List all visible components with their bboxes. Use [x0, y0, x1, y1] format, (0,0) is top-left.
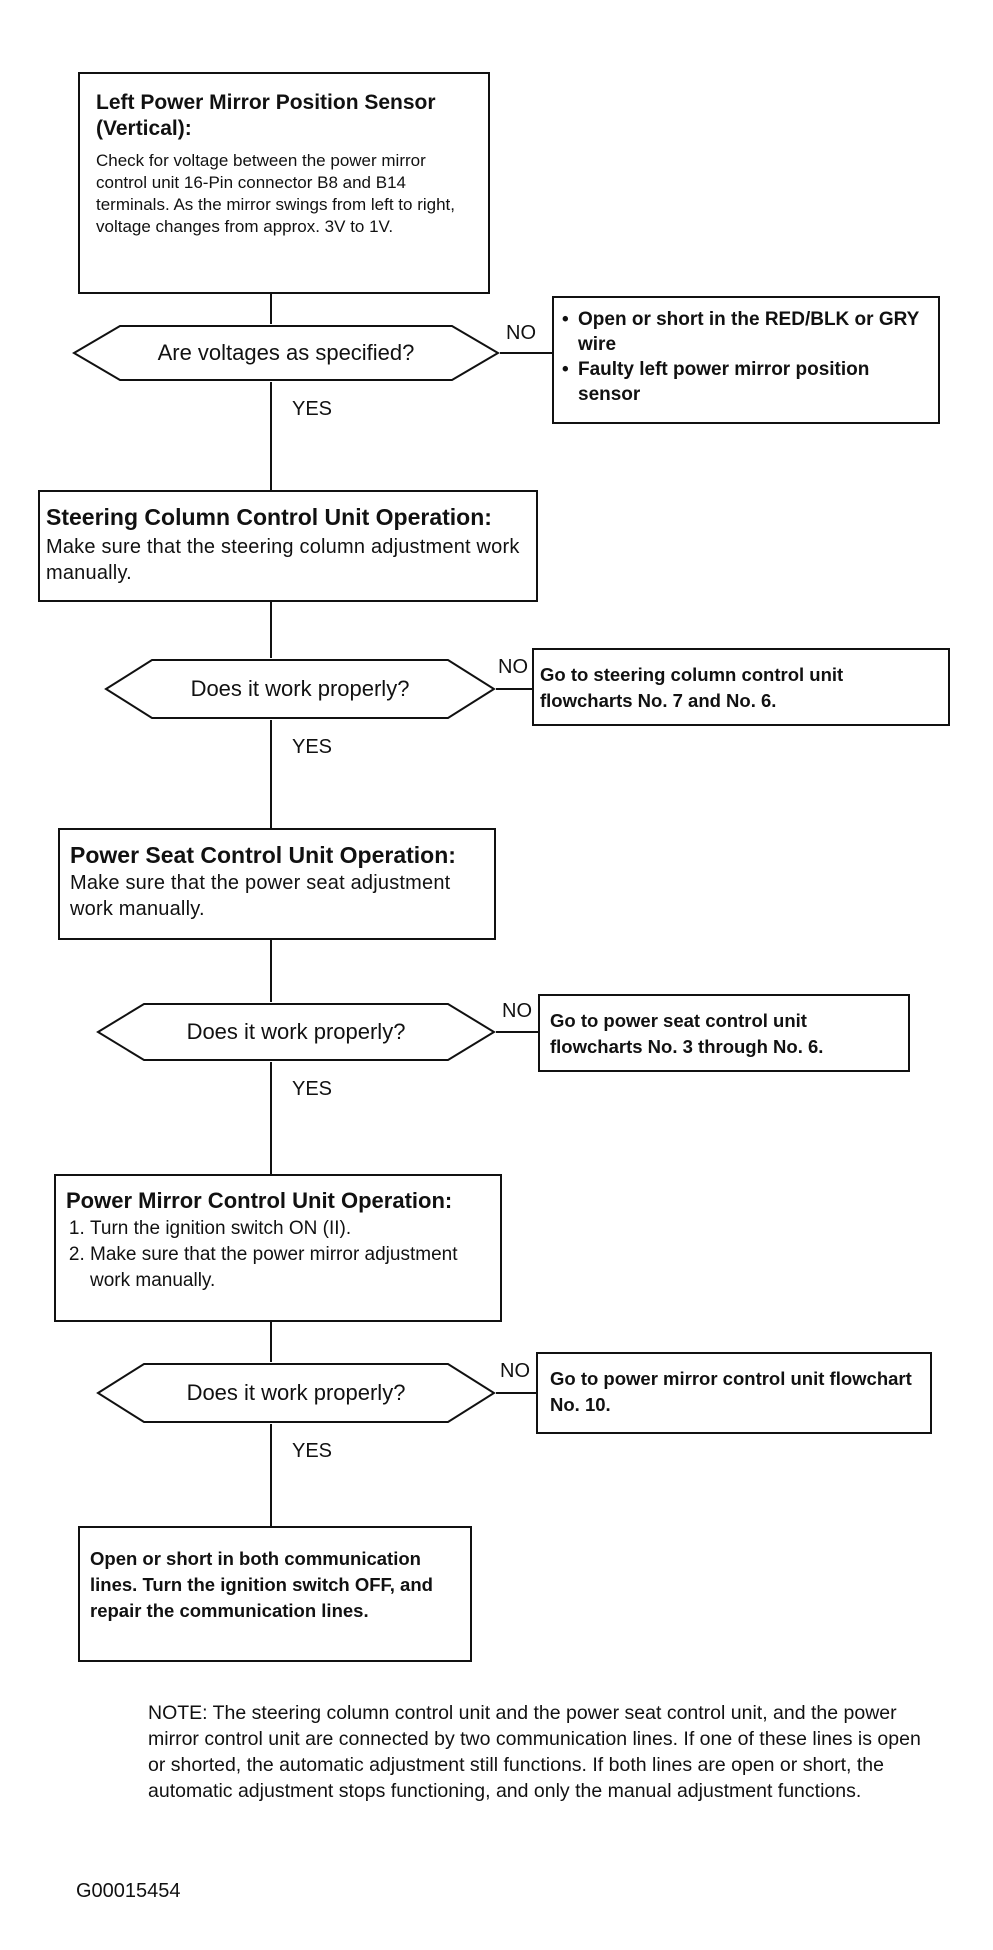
voltage-fault-item: Open or short in the RED/BLK or GRY wire	[562, 307, 928, 357]
steering-column-title: Steering Column Control Unit Operation:	[46, 504, 492, 530]
decision-steering-question: Does it work properly?	[190, 676, 410, 701]
voltage-fault-box: Open or short in the RED/BLK or GRY wire…	[552, 296, 940, 424]
steering-result-box: Go to steering column control unit flowc…	[532, 648, 950, 726]
connector-line	[270, 720, 272, 828]
power-mirror-step: Make sure that the power mirror adjustme…	[90, 1242, 492, 1294]
decision-mirror-question: Does it work properly?	[186, 1380, 406, 1405]
communication-lines-box: Open or short in both communication line…	[78, 1526, 472, 1662]
no-branch-line	[496, 1392, 536, 1394]
power-mirror-step: Turn the ignition switch ON (II).	[90, 1216, 492, 1242]
connector-line	[270, 382, 272, 490]
decision-shape	[96, 1363, 496, 1423]
communication-lines-text: Open or short in both communication line…	[90, 1548, 433, 1621]
steering-column-body: Make sure that the steering column adjus…	[46, 536, 520, 584]
no-branch-line	[496, 1031, 538, 1033]
figure-id: G00015454	[76, 1880, 181, 1902]
power-seat-body: Make sure that the power seat adjustment…	[70, 872, 451, 920]
power-seat-title: Power Seat Control Unit Operation:	[70, 842, 456, 868]
connector-line	[270, 294, 272, 324]
yes-label: YES	[292, 1078, 333, 1100]
power-mirror-title: Power Mirror Control Unit Operation:	[66, 1188, 453, 1213]
mirror-result-box: Go to power mirror control unit flowchar…	[536, 1352, 932, 1434]
decision-shape	[72, 325, 500, 381]
no-label: NO	[506, 322, 536, 344]
connector-line	[270, 1424, 272, 1526]
power-mirror-steps: Turn the ignition switch ON (II). Make s…	[66, 1216, 492, 1294]
voltage-fault-item: Faulty left power mirror position sensor	[562, 357, 928, 407]
no-branch-line	[496, 688, 532, 690]
power-seat-box: Power Seat Control Unit Operation: Make …	[58, 828, 496, 940]
decision-seat-question: Does it work properly?	[186, 1019, 406, 1044]
no-branch-line	[500, 352, 552, 354]
decision-mirror-works: Does it work properly?	[96, 1362, 496, 1424]
no-label: NO	[500, 1360, 530, 1382]
mirror-result-text: Go to power mirror control unit flowchar…	[550, 1368, 912, 1415]
connector-line	[270, 602, 272, 658]
no-label: NO	[502, 1000, 532, 1022]
seat-result-text: Go to power seat control unit flowcharts…	[550, 1010, 824, 1057]
steering-column-box: Steering Column Control Unit Operation: …	[38, 490, 538, 602]
yes-label: YES	[292, 736, 333, 758]
yes-label: YES	[292, 1440, 333, 1462]
power-mirror-box: Power Mirror Control Unit Operation: Tur…	[54, 1174, 502, 1322]
seat-result-box: Go to power seat control unit flowcharts…	[538, 994, 910, 1072]
decision-shape	[104, 659, 496, 719]
connector-line	[270, 1322, 272, 1362]
sensor-check-title: Left Power Mirror Position Sensor (Verti…	[96, 91, 436, 140]
voltage-fault-list: Open or short in the RED/BLK or GRY wire…	[562, 307, 928, 407]
connector-line	[270, 1062, 272, 1174]
yes-label: YES	[292, 398, 333, 420]
sensor-check-box: Left Power Mirror Position Sensor (Verti…	[78, 72, 490, 294]
decision-shape	[96, 1003, 496, 1061]
connector-line	[270, 940, 272, 1002]
note-text: NOTE: The steering column control unit a…	[148, 1702, 921, 1802]
decision-steering-works: Does it work properly?	[104, 658, 496, 720]
steering-result-text: Go to steering column control unit flowc…	[540, 664, 844, 711]
decision-voltages: Are voltages as specified?	[72, 324, 500, 382]
decision-voltages-question: Are voltages as specified?	[157, 340, 415, 365]
sensor-check-body: Check for voltage between the power mirr…	[96, 151, 455, 236]
decision-seat-works: Does it work properly?	[96, 1002, 496, 1062]
no-label: NO	[498, 656, 528, 678]
